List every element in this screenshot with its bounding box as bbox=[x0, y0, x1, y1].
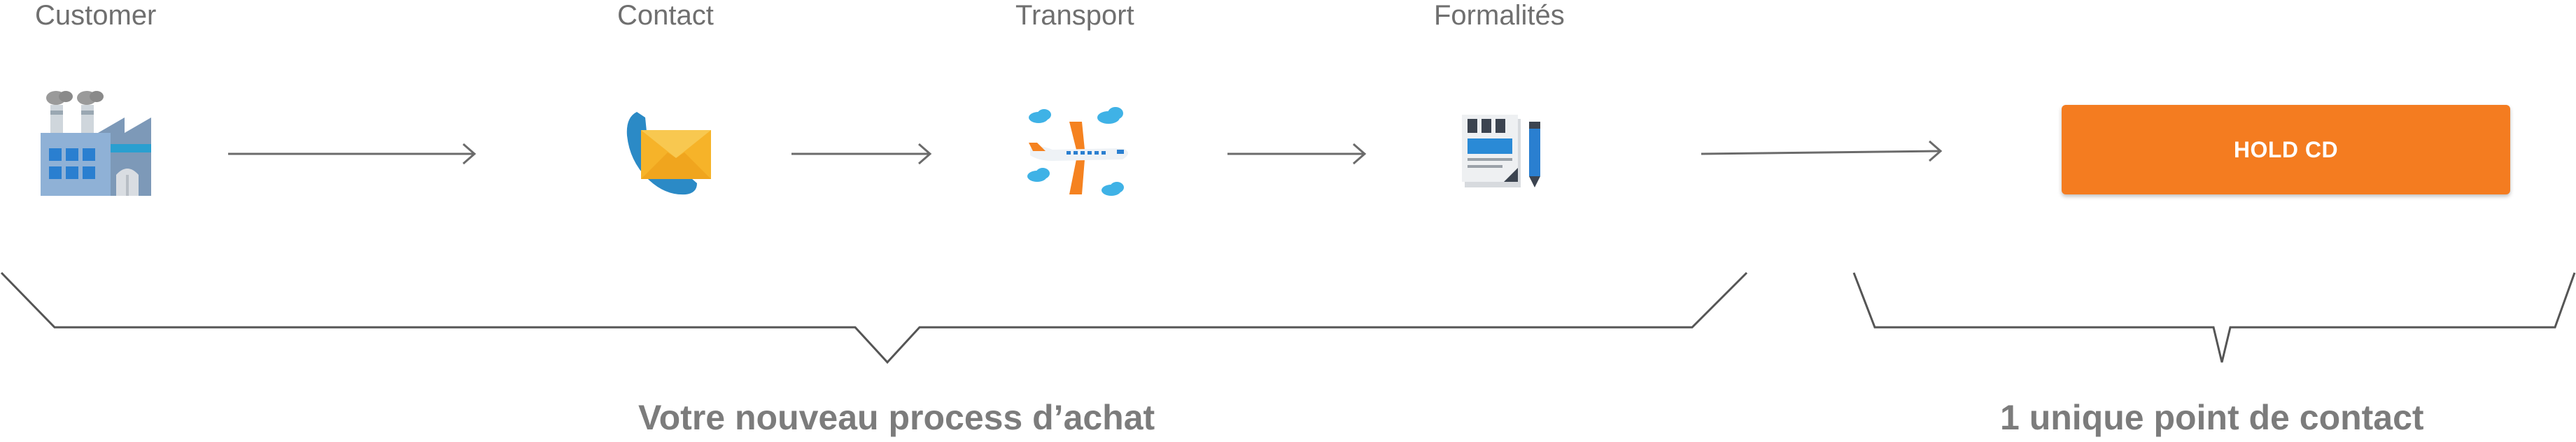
step-label-transport: Transport bbox=[1015, 0, 1134, 31]
step-label-formalites: Formalités bbox=[1434, 0, 1565, 31]
documents-icon bbox=[1462, 115, 1540, 187]
arrow-formalites-to-hold bbox=[1701, 140, 1943, 162]
phone-mail-icon bbox=[626, 112, 711, 195]
airplane-icon bbox=[1027, 107, 1128, 196]
step-label-contact: Contact bbox=[617, 0, 714, 31]
arrow-transport-to-formalites bbox=[1227, 143, 1367, 165]
arrow-contact-to-transport bbox=[791, 143, 932, 165]
caption-left: Votre nouveau process d’achat bbox=[638, 398, 1155, 437]
factory-icon bbox=[41, 91, 151, 196]
step-label-customer: Customer bbox=[35, 0, 157, 31]
right-bracket bbox=[1852, 272, 2576, 363]
hold-cd-button[interactable]: HOLD CD bbox=[2062, 105, 2510, 194]
left-bracket bbox=[0, 271, 1748, 364]
hold-cd-label: HOLD CD bbox=[2233, 136, 2339, 162]
caption-right: 1 unique point de contact bbox=[2000, 398, 2424, 437]
arrow-customer-to-contact bbox=[228, 143, 477, 165]
